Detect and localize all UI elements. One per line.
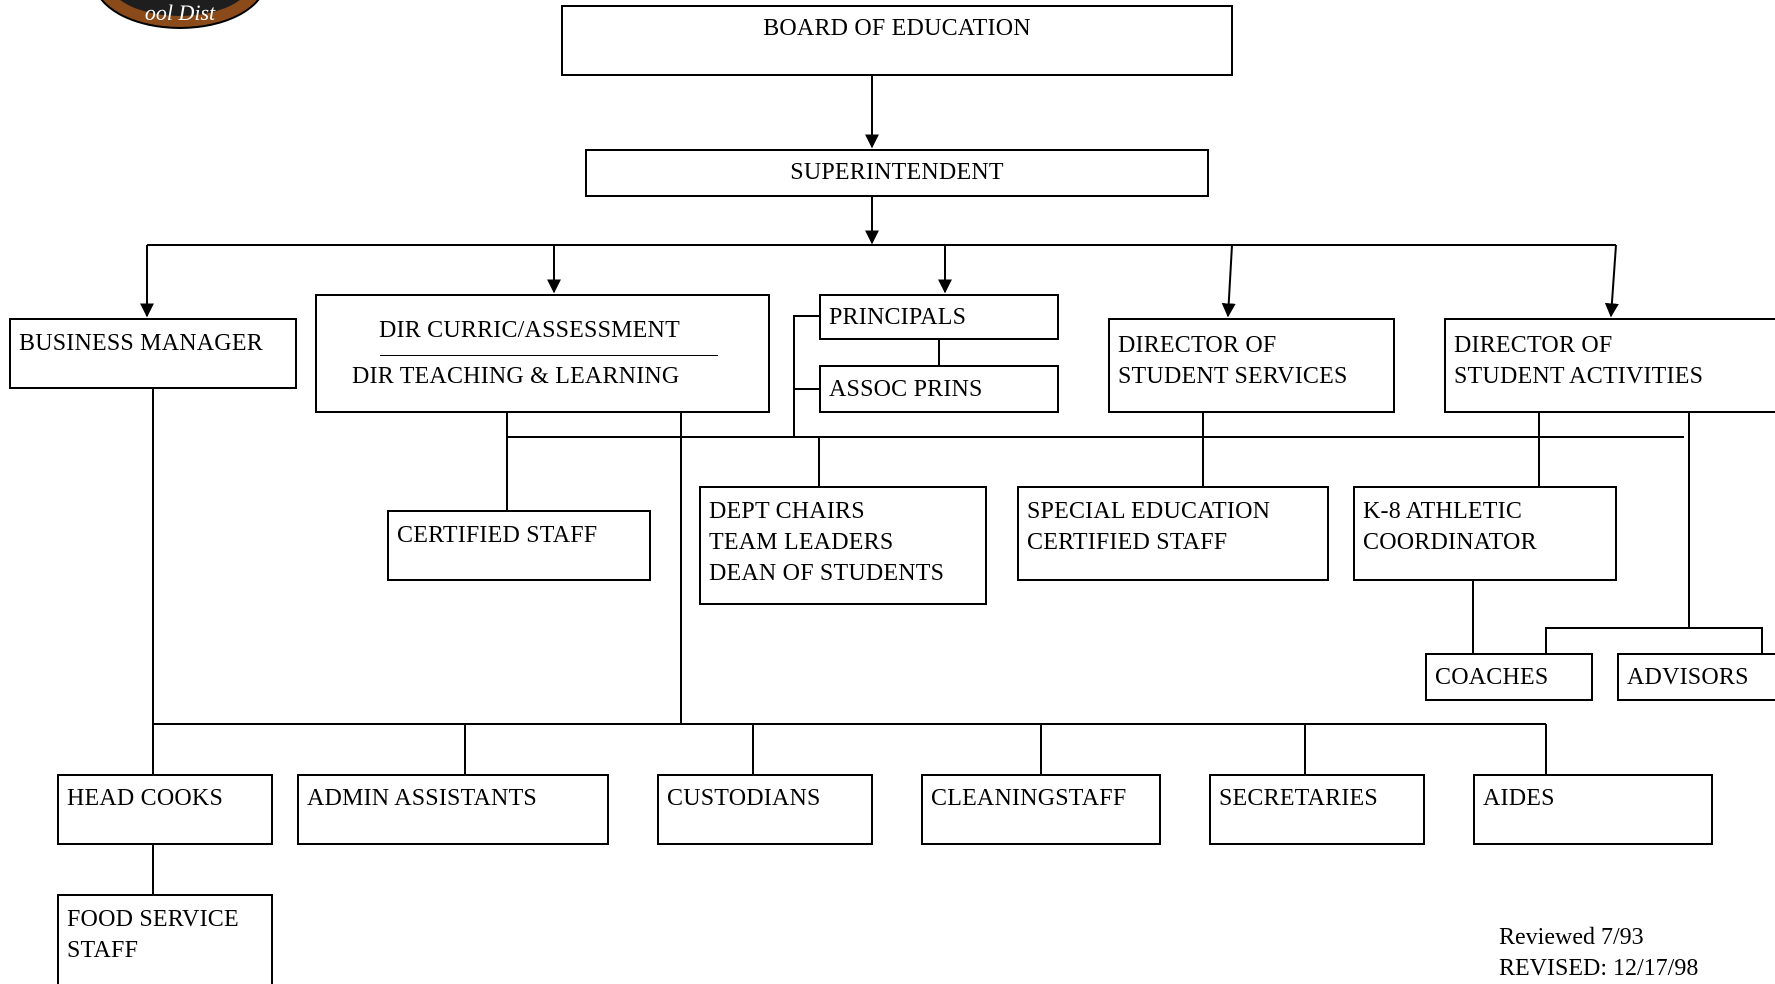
food-service-staff-box: FOOD SERVICE STAFF xyxy=(57,894,273,984)
special-education-line-1: SPECIAL EDUCATION xyxy=(1027,498,1271,524)
secretaries-label: SECRETARIES xyxy=(1219,785,1378,811)
superintendent-box: SUPERINTENDENT xyxy=(585,149,1209,197)
principals-box: PRINCIPALS xyxy=(819,294,1059,340)
svg-text:ool Dist: ool Dist xyxy=(145,0,216,25)
certified-staff-box: CERTIFIED STAFF xyxy=(387,510,651,581)
custodians-label: CUSTODIANS xyxy=(667,785,821,811)
admin-assistants-label: ADMIN ASSISTANTS xyxy=(307,785,537,811)
revised-date: REVISED: 12/17/98 xyxy=(1499,955,1699,981)
school-district-seal-logo: ool Dist xyxy=(100,0,260,29)
aides-label: AIDES xyxy=(1483,785,1555,811)
business-manager-label: BUSINESS MANAGER xyxy=(19,330,263,356)
head-cooks-label: HEAD COOKS xyxy=(67,785,224,811)
dept-chairs-box: DEPT CHAIRS TEAM LEADERS DEAN OF STUDENT… xyxy=(699,486,987,605)
board-of-education-box: BOARD OF EDUCATION xyxy=(561,5,1233,76)
coaches-box: COACHES xyxy=(1425,653,1593,701)
connector-principals-bracket xyxy=(793,315,819,437)
board-of-education-label: BOARD OF EDUCATION xyxy=(763,15,1031,41)
head-cooks-box: HEAD COOKS xyxy=(57,774,273,845)
athletic-coordinator-line-2: COORDINATOR xyxy=(1363,529,1537,555)
dir-student-services-line-1: DIRECTOR OF xyxy=(1118,332,1277,358)
food-service-line-2: STAFF xyxy=(67,937,139,963)
dir-student-services-box: DIRECTOR OF STUDENT SERVICES xyxy=(1108,318,1395,413)
coaches-label: COACHES xyxy=(1435,664,1549,690)
food-service-line-1: FOOD SERVICE xyxy=(67,906,239,932)
special-education-line-2: CERTIFIED STAFF xyxy=(1027,529,1228,555)
secretaries-box: SECRETARIES xyxy=(1209,774,1425,845)
dir-student-activities-line-1: DIRECTOR OF xyxy=(1454,332,1613,358)
certified-staff-label: CERTIFIED STAFF xyxy=(397,522,598,548)
athletic-coordinator-line-1: K-8 ATHLETIC xyxy=(1363,498,1523,524)
dir-curric-assessment-label: DIR CURRIC/ASSESSMENT xyxy=(379,317,680,343)
dept-chairs-line-3: DEAN OF STUDENTS xyxy=(709,560,945,586)
dir-student-activities-box: DIRECTOR OF STUDENT ACTIVITIES xyxy=(1444,318,1775,413)
dept-chairs-line-2: TEAM LEADERS xyxy=(709,529,894,555)
custodians-box: CUSTODIANS xyxy=(657,774,873,845)
connector-to-dir-student-activities xyxy=(1604,244,1619,318)
connector-advisors-bracket xyxy=(1545,627,1763,653)
dir-curric-teaching-box: DIR CURRIC/ASSESSMENT DIR TEACHING & LEA… xyxy=(315,294,770,413)
reviewed-date: Reviewed 7/93 xyxy=(1499,924,1644,950)
special-education-box: SPECIAL EDUCATION CERTIFIED STAFF xyxy=(1017,486,1329,581)
assoc-prins-box: ASSOC PRINS xyxy=(819,365,1059,413)
connector-to-dir-student-services xyxy=(1221,244,1236,318)
advisors-label: ADVISORS xyxy=(1627,664,1749,690)
cleaning-staff-box: CLEANINGSTAFF xyxy=(921,774,1161,845)
business-manager-box: BUSINESS MANAGER xyxy=(9,318,297,389)
advisors-box: ADVISORS xyxy=(1617,653,1775,701)
aides-box: AIDES xyxy=(1473,774,1713,845)
cleaning-staff-label: CLEANINGSTAFF xyxy=(931,785,1127,811)
dir-divider-line xyxy=(380,355,718,356)
dir-student-activities-line-2: STUDENT ACTIVITIES xyxy=(1454,363,1704,389)
principals-label: PRINCIPALS xyxy=(829,304,967,330)
dept-chairs-line-1: DEPT CHAIRS xyxy=(709,498,865,524)
athletic-coordinator-box: K-8 ATHLETIC COORDINATOR xyxy=(1353,486,1617,581)
dir-student-services-line-2: STUDENT SERVICES xyxy=(1118,363,1348,389)
dir-teaching-learning-label: DIR TEACHING & LEARNING xyxy=(352,363,680,389)
assoc-prins-label: ASSOC PRINS xyxy=(829,376,983,402)
superintendent-label: SUPERINTENDENT xyxy=(790,159,1004,185)
admin-assistants-box: ADMIN ASSISTANTS xyxy=(297,774,609,845)
